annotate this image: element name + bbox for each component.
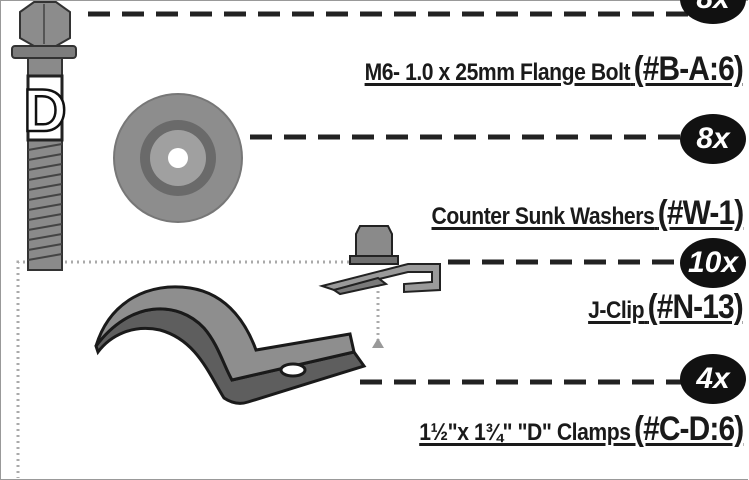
qty-badge-jclip: 10x: [680, 238, 746, 288]
part-label-clamp: 1½"x 1¾" "D" Clamps (#C-D:6): [418, 410, 744, 449]
qty-badge-clamp: 4x: [680, 354, 746, 404]
qty-badge-washer: 8x: [680, 114, 746, 164]
part-name-washer: Counter Sunk Washers: [431, 203, 654, 230]
part-code-bolt: (#B-A:6): [633, 50, 744, 88]
part-label-jclip: J-Clip (#N-13): [588, 288, 744, 327]
part-code-jclip: (#N-13): [647, 288, 744, 326]
part-name-clamp: 1½"x 1¾" "D" Clamps: [418, 419, 631, 446]
flange-bolt-icon: [11, 0, 77, 271]
j-clip-icon: [318, 225, 441, 296]
part-label-bolt: M6- 1.0 x 25mm Flange Bolt (#B-A:6): [364, 50, 744, 89]
part-label-washer: Counter Sunk Washers (#W-1): [431, 194, 744, 233]
d-clamp-icon: [94, 285, 367, 405]
guide-arrow-icon: [372, 338, 384, 348]
assembly-guide: [16, 260, 380, 478]
bolt-letter: D: [23, 77, 66, 144]
part-name-bolt: M6- 1.0 x 25mm Flange Bolt: [364, 59, 631, 86]
countersunk-washer-icon: [113, 93, 243, 223]
part-name-jclip: J-Clip: [588, 297, 645, 324]
part-code-clamp: (#C-D:6): [633, 410, 744, 448]
part-code-washer: (#W-1): [657, 194, 743, 232]
